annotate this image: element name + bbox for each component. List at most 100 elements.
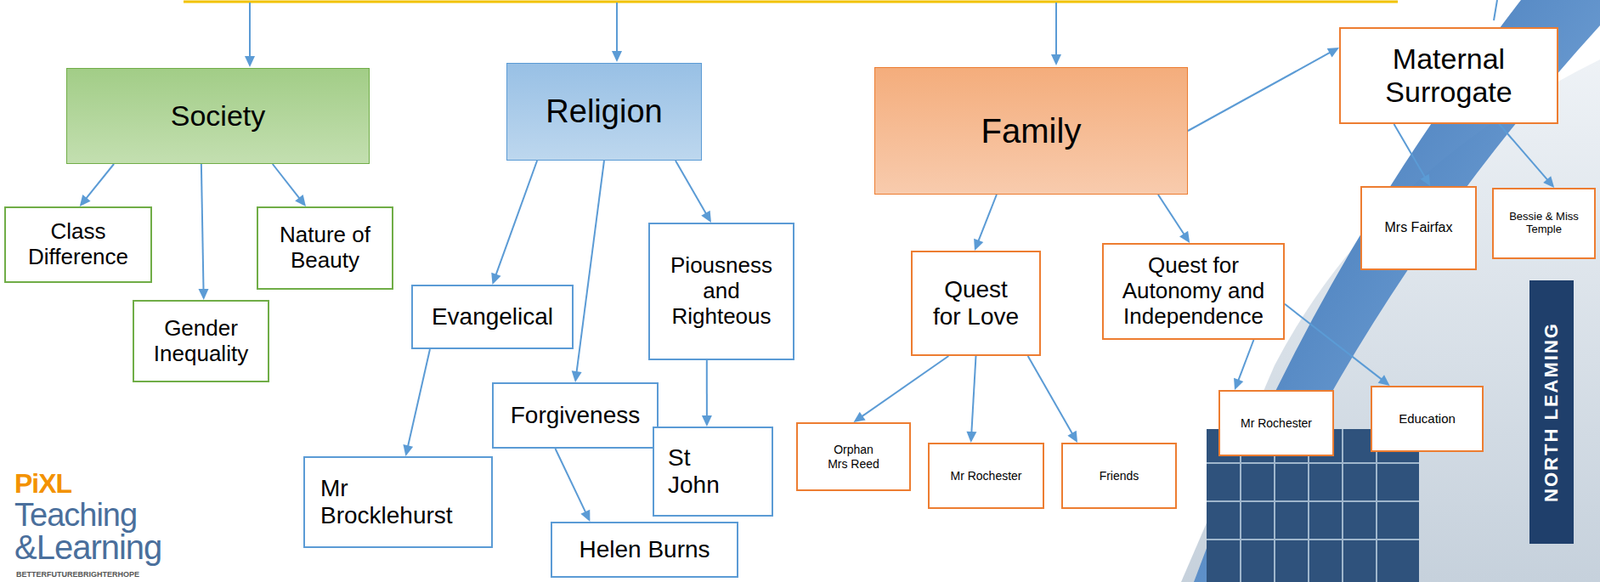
- subtopic-box: Mr Brocklehurst: [303, 456, 493, 549]
- subtopic-box: Forgiveness: [491, 382, 659, 449]
- connector-arrow: [973, 194, 997, 251]
- arrow-head: [1419, 174, 1431, 187]
- node-text: Bessie & Miss Temple: [1503, 210, 1585, 237]
- connector-line: [1238, 339, 1254, 381]
- topic-box: Religion: [506, 62, 702, 161]
- connector-line: [576, 160, 605, 373]
- node-text: Helen Burns: [578, 536, 710, 564]
- connector-line: [201, 163, 204, 290]
- node-text: Mr Rochester: [949, 469, 1022, 483]
- logo-text: &Learning: [14, 530, 162, 565]
- connector-arrow: [571, 160, 605, 383]
- subtopic-box: Gender Inequality: [132, 299, 270, 383]
- node-text: Quest for Autonomy and Independence: [1113, 253, 1274, 330]
- connector-arrow: [79, 163, 114, 207]
- node-text: Evangelical: [431, 303, 554, 331]
- arrow-head: [853, 412, 866, 423]
- arrow-head: [1378, 374, 1391, 386]
- building-sign: [1529, 280, 1574, 544]
- connector-line: [706, 360, 708, 417]
- node-text: Friends: [1099, 469, 1140, 483]
- arrow-head: [1067, 430, 1078, 443]
- top-arrow-line: [248, 2, 251, 57]
- node-text: Religion: [545, 93, 662, 131]
- connector-line: [1158, 194, 1185, 235]
- connector-arrow: [1233, 339, 1254, 391]
- connector-line: [1498, 124, 1548, 181]
- connector-line: [675, 160, 707, 215]
- sign-text: NORTH LEAMING: [1542, 322, 1561, 503]
- arrow-head: [402, 444, 413, 457]
- top-arrow-line: [616, 2, 618, 51]
- subtopic-box: Mr Rochester: [927, 442, 1045, 509]
- arrow-head: [491, 272, 501, 285]
- node-text: Quest for Love: [930, 276, 1023, 331]
- node-text: Class Difference: [15, 219, 142, 271]
- arrow-head: [1233, 378, 1244, 391]
- arrow-head: [1327, 47, 1340, 58]
- logo-text: PiXL: [14, 469, 72, 498]
- connector-arrow: [197, 163, 209, 300]
- top-arrow-line: [1055, 2, 1058, 55]
- node-text: St John: [667, 444, 730, 499]
- connector-line: [1394, 124, 1426, 178]
- arrow-head: [294, 194, 306, 207]
- node-text: Gender Inequality: [143, 316, 259, 368]
- node-text: Mr Brocklehurst: [320, 474, 474, 530]
- connector-line: [971, 356, 976, 433]
- node-text: Piousness and Righteous: [659, 253, 784, 330]
- connector-arrow: [853, 356, 950, 423]
- connector-arrow: [1394, 124, 1431, 187]
- top-box-border: [183, 0, 1398, 4]
- top-arrow-head: [1051, 54, 1062, 66]
- top-right-stub: [1493, 0, 1498, 21]
- arrow-head: [973, 238, 984, 251]
- subtopic-box: Maternal Surrogate: [1339, 27, 1559, 125]
- node-text: Family: [981, 111, 1082, 151]
- node-text: Mrs Fairfax: [1385, 220, 1454, 236]
- top-arrow-head: [244, 56, 255, 68]
- connector-arrow: [966, 356, 977, 443]
- arrow-head: [966, 431, 977, 443]
- subtopic-box: Mrs Fairfax: [1360, 186, 1477, 271]
- node-text: Mr Rochester: [1240, 416, 1312, 430]
- subtopic-box: Mr Rochester: [1218, 390, 1335, 457]
- subtopic-box: Piousness and Righteous: [648, 222, 795, 361]
- node-text: Society: [170, 99, 266, 133]
- node-text: Maternal Surrogate: [1350, 42, 1548, 109]
- subtopic-box: Bessie & Miss Temple: [1492, 187, 1596, 260]
- connector-arrow: [1028, 356, 1078, 443]
- topic-box: Society: [66, 67, 370, 164]
- subtopic-box: Helen Burns: [550, 521, 739, 578]
- connector-line: [85, 163, 114, 199]
- arrow-head: [571, 370, 583, 383]
- top-arrow-head: [611, 50, 622, 63]
- connector-line: [407, 349, 430, 447]
- connector-arrow: [402, 349, 430, 457]
- connector-arrow: [1284, 304, 1391, 386]
- connector-arrow: [1187, 47, 1340, 131]
- connector-line: [1284, 304, 1382, 380]
- node-text: Orphan: [833, 442, 874, 457]
- topic-box: Family: [874, 67, 1188, 195]
- subtopic-box: Quest for Love: [910, 250, 1041, 357]
- node-text: Forgiveness: [510, 401, 641, 430]
- logo-text: Teaching: [14, 498, 137, 532]
- connector-line: [861, 356, 949, 417]
- connector-line: [1187, 52, 1330, 131]
- connector-arrow: [1158, 194, 1190, 244]
- node-text: Education: [1398, 411, 1456, 426]
- connector-line: [1028, 356, 1073, 435]
- connector-arrow: [272, 163, 306, 207]
- subtopic-box: Nature of Beauty: [256, 206, 394, 290]
- arrow-head: [1179, 231, 1190, 244]
- node-text: Mrs Reed: [827, 457, 880, 471]
- subtopic-box: OrphanMrs Reed: [796, 422, 911, 492]
- arrow-head: [701, 415, 713, 427]
- subtopic-box: St John: [652, 426, 774, 517]
- subtopic-box: Quest for Autonomy and Independence: [1102, 243, 1285, 340]
- connector-arrow: [1498, 124, 1555, 188]
- connector-line: [978, 194, 997, 242]
- connector-line: [272, 163, 300, 199]
